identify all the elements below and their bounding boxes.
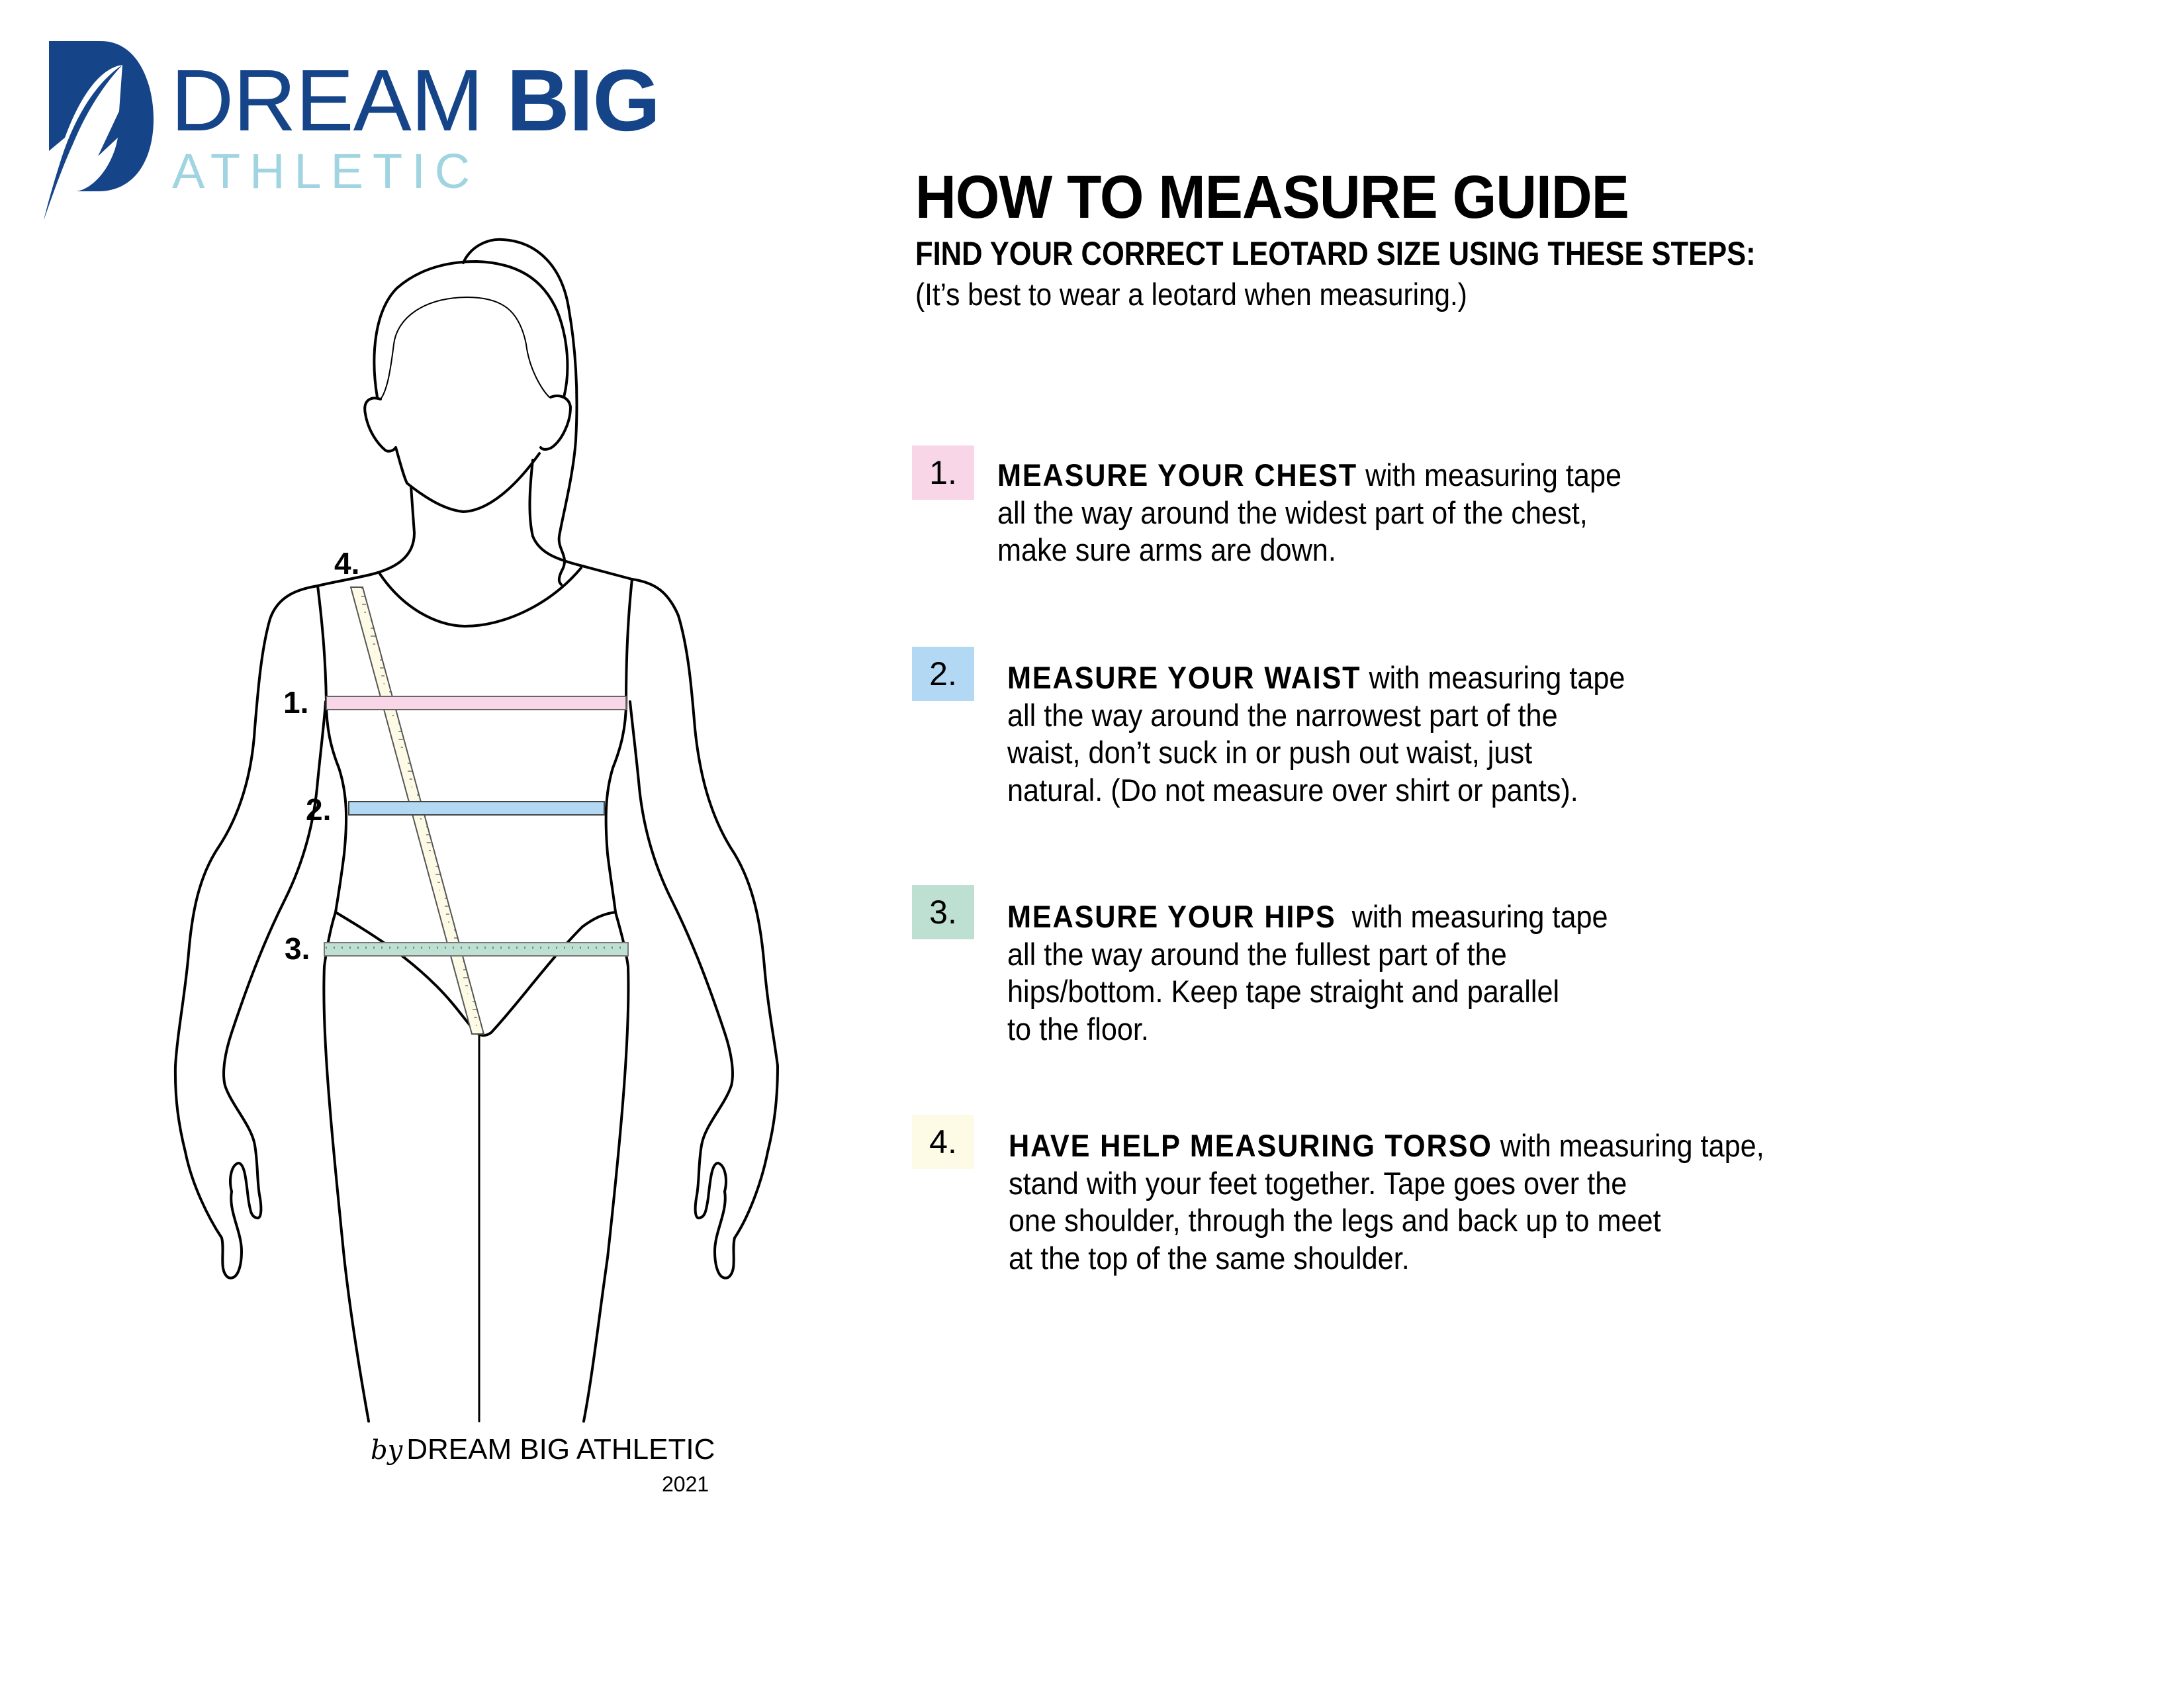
step-4-line-4: at the top of the same shoulder. bbox=[1009, 1240, 1410, 1276]
hips-tape bbox=[324, 942, 629, 957]
step-1-line-2: all the way around the widest part of th… bbox=[997, 494, 1588, 530]
step-1-line-3: make sure arms are down. bbox=[997, 532, 1336, 567]
step-3-number-badge: 3. bbox=[912, 885, 974, 939]
label-waist: 2. bbox=[306, 792, 332, 827]
step-4-line-2: stand with your feet together. Tape goes… bbox=[1009, 1165, 1627, 1201]
step-1-line-1: with measuring tape bbox=[1357, 457, 1622, 492]
step-1-heading: MEASURE YOUR CHEST bbox=[997, 457, 1358, 492]
feather-d-logo-icon bbox=[44, 41, 154, 220]
step-2-number-badge: 2. bbox=[912, 647, 974, 701]
step-3-number: 3. bbox=[929, 894, 957, 931]
label-torso: 4. bbox=[334, 546, 360, 581]
step-4-number-badge: 4. bbox=[912, 1115, 974, 1169]
step-2-line-2: all the way around the narrowest part of… bbox=[1007, 697, 1558, 733]
step-4-line-1: with measuring tape, bbox=[1492, 1128, 1764, 1163]
credit-by: by bbox=[371, 1435, 403, 1466]
step-3-line-3: hips/bottom. Keep tape straight and para… bbox=[1007, 974, 1560, 1009]
page-note: (It’s best to wear a leotard when measur… bbox=[915, 277, 1467, 312]
brand-name-bold: BIG bbox=[506, 52, 660, 149]
step-2-text: MEASURE YOUR WAIST with measuring tape a… bbox=[1007, 659, 1625, 809]
step-4-number: 4. bbox=[929, 1123, 957, 1160]
credit-year: 2021 bbox=[662, 1472, 709, 1496]
step-4-text: HAVE HELP MEASURING TORSO with measuring… bbox=[1009, 1127, 1764, 1277]
step-2-line-3: waist, don’t suck in or push out waist, … bbox=[1007, 735, 1533, 770]
page-title: HOW TO MEASURE GUIDE bbox=[915, 164, 1629, 231]
brand-logo-mark bbox=[40, 38, 159, 224]
step-3-text: MEASURE YOUR HIPS with measuring tape al… bbox=[1007, 898, 1608, 1048]
label-hips: 3. bbox=[285, 931, 310, 966]
waist-tape bbox=[348, 801, 605, 816]
step-3-line-2: all the way around the fullest part of t… bbox=[1007, 936, 1507, 972]
step-3-heading: MEASURE YOUR HIPS bbox=[1007, 899, 1336, 934]
step-2-line-1: with measuring tape bbox=[1361, 660, 1625, 695]
credit-name: DREAM BIG ATHLETIC bbox=[406, 1433, 715, 1466]
chest-tape bbox=[326, 696, 627, 710]
step-1-number-badge: 1. bbox=[912, 445, 974, 500]
brand-name: DREAM BIG bbox=[171, 57, 660, 144]
body-outline-illustration bbox=[173, 238, 779, 1423]
step-4-heading: HAVE HELP MEASURING TORSO bbox=[1009, 1128, 1492, 1163]
brand-name-light: DREAM bbox=[171, 52, 484, 149]
page-subtitle: FIND YOUR CORRECT LEOTARD SIZE USING THE… bbox=[915, 235, 1756, 272]
step-1-number: 1. bbox=[929, 454, 957, 491]
brand-subname: ATHLETIC bbox=[172, 144, 480, 199]
step-4-line-3: one shoulder, through the legs and back … bbox=[1009, 1203, 1661, 1238]
step-2-number: 2. bbox=[929, 655, 957, 692]
step-2-heading: MEASURE YOUR WAIST bbox=[1007, 660, 1361, 695]
step-3-line-1: with measuring tape bbox=[1336, 899, 1608, 934]
body-measurement-figure: 4. 1. 2. 3. bbox=[0, 0, 827, 1523]
step-1-text: MEASURE YOUR CHEST with measuring tape a… bbox=[997, 457, 1621, 569]
label-chest: 1. bbox=[283, 685, 309, 720]
step-2-line-4: natural. (Do not measure over shirt or p… bbox=[1007, 772, 1578, 808]
step-3-line-4: to the floor. bbox=[1007, 1011, 1149, 1047]
